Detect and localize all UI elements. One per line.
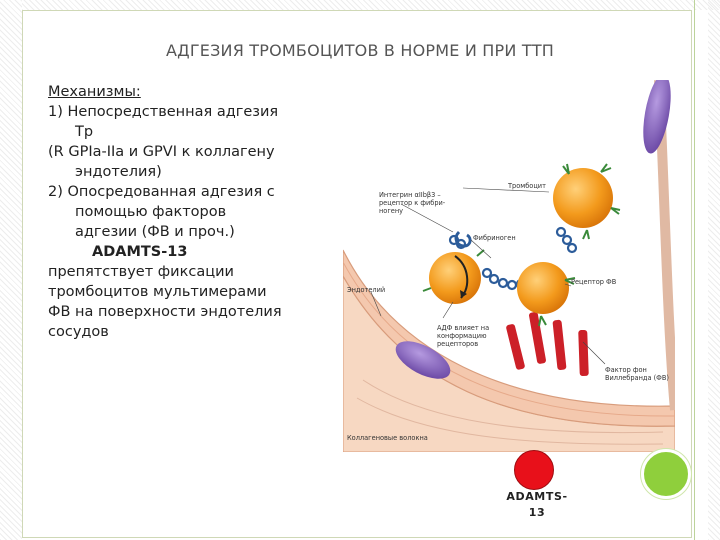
adamts-label-line2: 13 bbox=[528, 506, 546, 519]
green-decorative-dot bbox=[641, 449, 691, 499]
mechanisms-text: Механизмы: 1) Непосредственная адгезия Т… bbox=[48, 82, 348, 342]
item2-line2: помощью факторов bbox=[75, 204, 227, 220]
item2-line3: адгезии (ФВ и проч.) bbox=[75, 224, 235, 240]
body-line3: ФВ на поверхности эндотелия bbox=[48, 304, 282, 320]
platelet-left bbox=[429, 252, 481, 304]
receptors bbox=[422, 163, 621, 327]
label-vwf-1: Фактор фон bbox=[605, 366, 647, 374]
item1-line2: Тр bbox=[75, 124, 94, 140]
slide-vertical-rule bbox=[694, 0, 695, 540]
body-line4: сосудов bbox=[48, 324, 109, 340]
item1-line4: эндотелия) bbox=[75, 164, 162, 180]
label-integrin: Интегрин αIIbβ3 – bbox=[379, 191, 441, 199]
label-endothelium: Эндотелий bbox=[347, 286, 386, 294]
vessel-inner-line bbox=[343, 261, 675, 417]
adamts-label: ADAMTS- 13 bbox=[492, 489, 582, 521]
item2-line1: 2) Опосредованная адгезия с bbox=[48, 184, 275, 200]
platelet-top bbox=[553, 168, 613, 228]
purple-cell-top bbox=[643, 80, 671, 154]
label-integrin-2: рецептор к фибри- bbox=[379, 199, 446, 207]
purple-cell-bottom bbox=[395, 341, 451, 379]
label-collagen: Коллагеновые волокна bbox=[347, 434, 428, 442]
platelet-middle bbox=[517, 262, 569, 314]
label-fibrinogen: Фибриноген bbox=[473, 234, 516, 242]
label-vwf-receptor: Рецептор ФВ bbox=[571, 278, 617, 286]
body-line2: тромбоцитов мультимерами bbox=[48, 284, 267, 300]
vwf-strands bbox=[506, 312, 589, 377]
leader-lines bbox=[370, 187, 606, 365]
mechanisms-heading: Механизмы: bbox=[48, 84, 141, 100]
right-hatch-border bbox=[708, 0, 720, 540]
item1-line1: 1) Непосредственная адгезия bbox=[48, 104, 279, 120]
integrin-hook bbox=[454, 230, 472, 248]
left-hatch-border bbox=[0, 0, 22, 540]
label-platelet: Тромбоцит bbox=[508, 182, 546, 190]
label-vwf-2: Виллебранда (ФВ) bbox=[605, 374, 669, 382]
label-adp-3: рецепторов bbox=[437, 340, 479, 348]
label-adp-2: конформацию bbox=[437, 332, 487, 340]
diagram-svg bbox=[343, 80, 675, 452]
label-integrin-3: ногену bbox=[379, 207, 404, 215]
collagen-fibers bbox=[356, 379, 664, 445]
slide-title: АДГЕЗИЯ ТРОМБОЦИТОВ В НОРМЕ И ПРИ ТТП bbox=[165, 41, 555, 60]
label-adp-1: АДФ влияет на bbox=[437, 324, 490, 332]
adamts-heading: ADAMTS-13 bbox=[92, 244, 188, 260]
body-line1: препятствует фиксации bbox=[48, 264, 234, 280]
platelet-adhesion-diagram: Интегрин αIIbβ3 – рецептор к фибри- ноге… bbox=[343, 80, 675, 452]
adamts-red-circle bbox=[514, 450, 554, 490]
adamts-label-line1: ADAMTS- bbox=[506, 490, 568, 503]
item1-line3: (R GPIa-IIa и GPVI к коллагену bbox=[48, 144, 275, 160]
top-hatch-border bbox=[22, 0, 720, 10]
